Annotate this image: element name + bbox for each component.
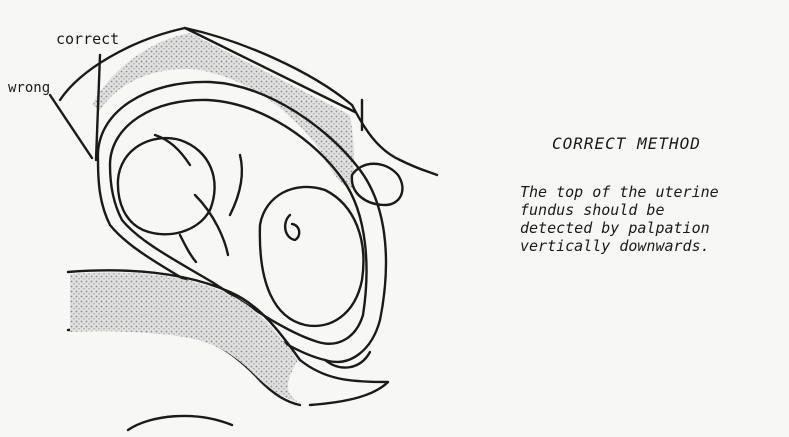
- description-line: vertically downwards.: [520, 237, 785, 255]
- fetal-ear: [285, 215, 299, 240]
- fetal-trunk: [260, 187, 364, 326]
- pelvic-band-shading: [70, 272, 298, 402]
- abdominal-wall-shading: [92, 33, 354, 190]
- wrong-indicator-line: [50, 95, 92, 158]
- fetal-limb-3: [180, 235, 196, 262]
- description-line: detected by palpation: [520, 219, 785, 237]
- method-description: The top of the uterine fundus should be …: [520, 183, 785, 255]
- fetal-head: [118, 138, 215, 234]
- bottom-curve: [128, 416, 232, 430]
- label-wrong: wrong: [8, 80, 50, 96]
- fetal-limb-1: [230, 155, 242, 215]
- abdominal-outline: [60, 28, 437, 175]
- label-correct: correct: [56, 30, 119, 48]
- description-line: fundus should be: [520, 201, 785, 219]
- method-title: CORRECT METHOD: [552, 134, 701, 153]
- description-line: The top of the uterine: [520, 183, 785, 201]
